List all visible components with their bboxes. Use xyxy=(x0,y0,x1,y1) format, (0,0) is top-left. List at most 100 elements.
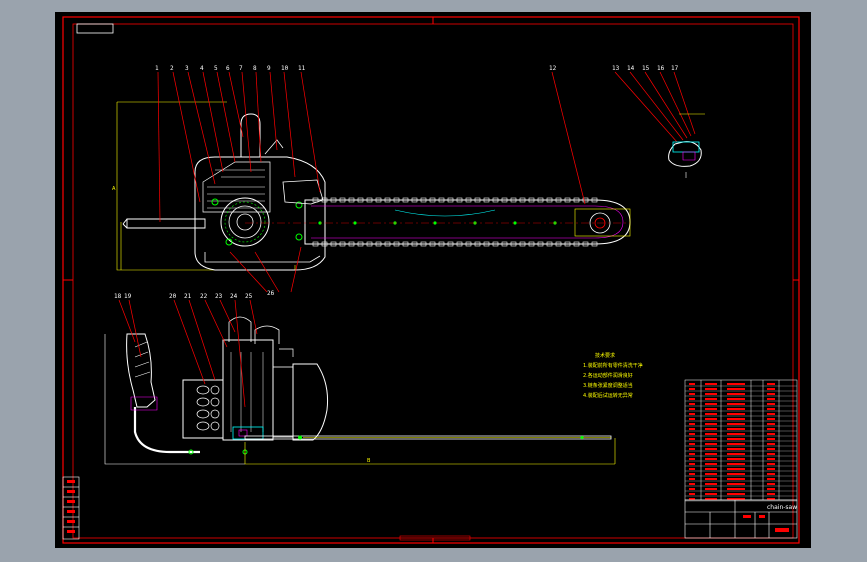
balloon-label: 16 xyxy=(657,65,665,72)
parts-row-name xyxy=(727,493,745,495)
parts-row-material xyxy=(767,428,775,430)
parts-row-name xyxy=(727,408,745,410)
chain-link xyxy=(573,197,580,203)
parts-row-material xyxy=(767,438,775,440)
balloon-label: 24 xyxy=(230,293,238,300)
parts-row-material xyxy=(767,403,775,405)
chain-link xyxy=(483,197,490,203)
technical-notes: 技术要求 1.装配前所有零件清洗干净 2.各运动部件润滑良好 3.链条张紧度调整… xyxy=(583,352,643,399)
balloon-label: 9 xyxy=(267,65,271,72)
balloon-label: 11 xyxy=(298,65,306,72)
notes-line-3: 3.链条张紧度调整适当 xyxy=(583,382,633,389)
parts-row-name xyxy=(727,498,745,500)
parts-row-no xyxy=(689,478,695,480)
chain-link xyxy=(474,197,481,203)
parts-row-no xyxy=(689,383,695,385)
parts-row-name xyxy=(727,403,745,405)
parts-row-material xyxy=(767,488,775,490)
chain-link xyxy=(564,197,571,203)
parts-row-material xyxy=(767,393,775,395)
chain-link xyxy=(465,241,472,247)
saw-chain xyxy=(312,197,598,247)
parts-row-name xyxy=(727,398,745,400)
chain-link xyxy=(366,197,373,203)
chain-link xyxy=(528,241,535,247)
parts-row-code xyxy=(705,403,717,405)
chain-link xyxy=(312,241,319,247)
parts-row-no xyxy=(689,488,695,490)
parts-row-no xyxy=(689,413,695,415)
parts-row-code xyxy=(705,448,717,450)
parts-row-code xyxy=(705,488,717,490)
balloon-label: 21 xyxy=(184,293,192,300)
chain-link xyxy=(456,197,463,203)
chain-link xyxy=(384,197,391,203)
chain-link xyxy=(375,241,382,247)
notes-line-4: 4.装配后试运转无异常 xyxy=(583,392,633,399)
parts-row-name xyxy=(727,418,745,420)
chain-link xyxy=(537,197,544,203)
chain-link xyxy=(411,197,418,203)
chain-link xyxy=(546,197,553,203)
parts-row-code xyxy=(705,443,717,445)
parts-row-name xyxy=(727,448,745,450)
chain-link xyxy=(339,197,346,203)
parts-row-code xyxy=(705,453,717,455)
title-block-label: chain-saw xyxy=(767,504,797,511)
chain-link xyxy=(357,241,364,247)
chain-link xyxy=(492,197,499,203)
chain-link xyxy=(339,241,346,247)
cad-drawing: A xyxy=(62,16,800,544)
parts-row-name xyxy=(727,438,745,440)
chain-link xyxy=(591,197,598,203)
balloon-label: 19 xyxy=(124,293,132,300)
chain-link xyxy=(582,241,589,247)
chain-link xyxy=(591,241,598,247)
parts-row-name xyxy=(727,383,745,385)
drawing-sheet: A xyxy=(55,12,811,548)
parts-row-code xyxy=(705,413,717,415)
parts-row-name xyxy=(727,393,745,395)
balloon-label: 23 xyxy=(215,293,223,300)
parts-row-material xyxy=(767,423,775,425)
parts-row-name xyxy=(727,413,745,415)
parts-row-no xyxy=(689,403,695,405)
parts-row-code xyxy=(705,483,717,485)
chain-link xyxy=(447,241,454,247)
chain-link xyxy=(330,241,337,247)
parts-row-name xyxy=(727,443,745,445)
balloon-label: 2 xyxy=(170,65,174,72)
parts-list-rows xyxy=(685,383,797,502)
chain-link xyxy=(555,197,562,203)
parts-row-material xyxy=(767,388,775,390)
parts-row-code xyxy=(705,383,717,385)
parts-row-name xyxy=(727,473,745,475)
parts-row-code xyxy=(705,433,717,435)
chain-link xyxy=(573,241,580,247)
parts-row-no xyxy=(689,433,695,435)
parts-row-name xyxy=(727,433,745,435)
balloon-label: 3 xyxy=(185,65,189,72)
parts-row-material xyxy=(767,468,775,470)
parts-row-no xyxy=(689,443,695,445)
balloon-label: 7 xyxy=(239,65,243,72)
chain-link xyxy=(546,241,553,247)
parts-row-no xyxy=(689,398,695,400)
chain-link xyxy=(582,197,589,203)
revision-strip xyxy=(62,476,80,540)
parts-row-no xyxy=(689,393,695,395)
balloon-label: 12 xyxy=(549,65,557,72)
parts-row-material xyxy=(767,448,775,450)
parts-row-material xyxy=(767,493,775,495)
drawing-stamp xyxy=(76,23,114,34)
parts-row-name xyxy=(727,468,745,470)
parts-row-material xyxy=(767,398,775,400)
parts-row-name xyxy=(727,428,745,430)
parts-row-no xyxy=(689,463,695,465)
balloon-label: 17 xyxy=(671,65,679,72)
chain-link xyxy=(411,241,418,247)
chain-link xyxy=(420,197,427,203)
parts-row-no xyxy=(689,408,695,410)
